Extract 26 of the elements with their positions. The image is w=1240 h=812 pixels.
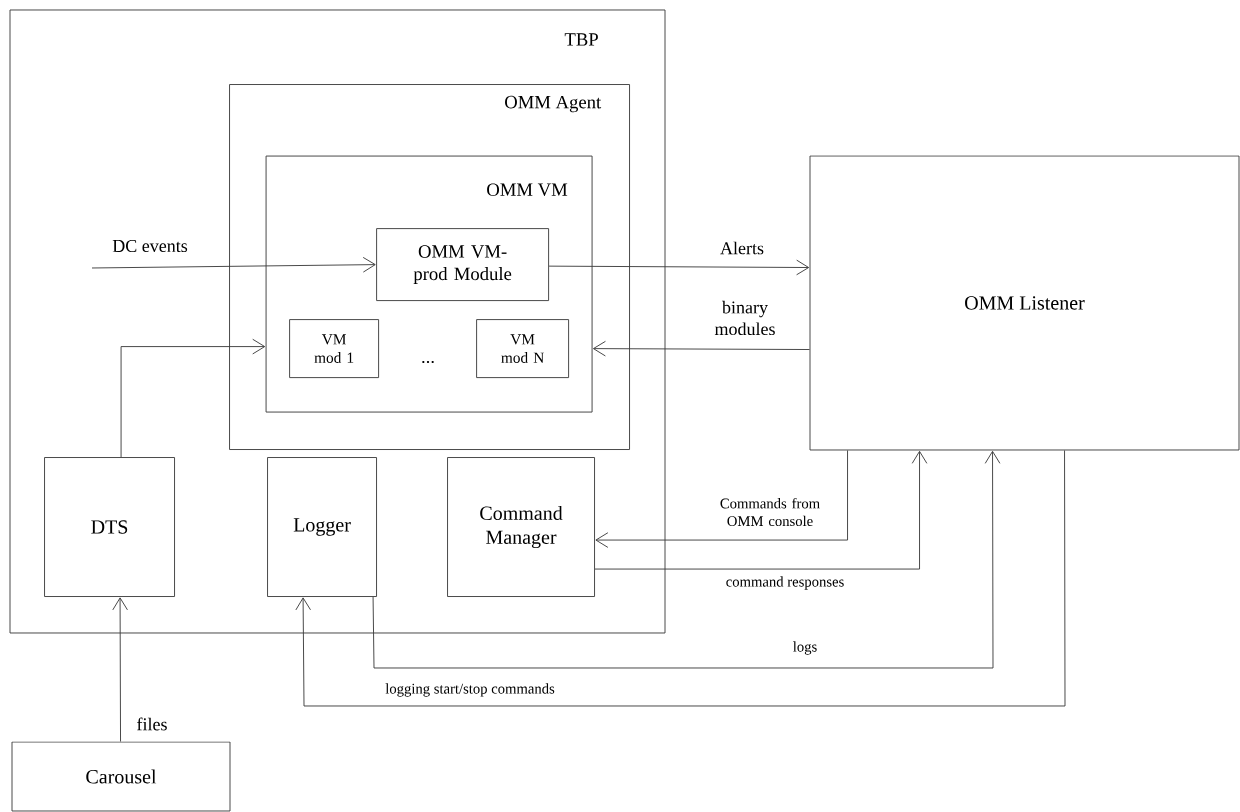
edge-label: files xyxy=(135,716,169,732)
arrow xyxy=(295,450,1066,707)
component-box: OMM VM-prod Module xyxy=(376,228,550,302)
component-box: OMM Listener xyxy=(809,155,1240,451)
arrow xyxy=(548,259,810,276)
edge-label: Commands from OMM console xyxy=(708,496,832,528)
arrow xyxy=(592,340,810,357)
arrow xyxy=(120,338,266,458)
arrow xyxy=(91,256,376,273)
edge-label: logs xyxy=(791,640,819,656)
edge-label: logging start/stop commands xyxy=(383,682,557,698)
component-box: Logger xyxy=(267,457,377,597)
component-box: Command Manager xyxy=(447,457,595,597)
component-box: DTS xyxy=(44,457,175,597)
edge-label: Alerts xyxy=(718,240,766,256)
component-box: VM mod 1 xyxy=(289,319,380,379)
arrow xyxy=(112,597,128,742)
edge-label: DC events xyxy=(110,238,190,254)
edge-label: binary modules xyxy=(708,299,782,337)
arrow xyxy=(594,450,928,570)
ellipsis: ... xyxy=(422,360,434,364)
arrow xyxy=(372,450,1001,669)
component-box: VM mod N xyxy=(476,319,570,379)
component-box: Carousel xyxy=(11,741,231,812)
arrow xyxy=(595,450,848,548)
edge-label: command responses xyxy=(724,575,846,591)
